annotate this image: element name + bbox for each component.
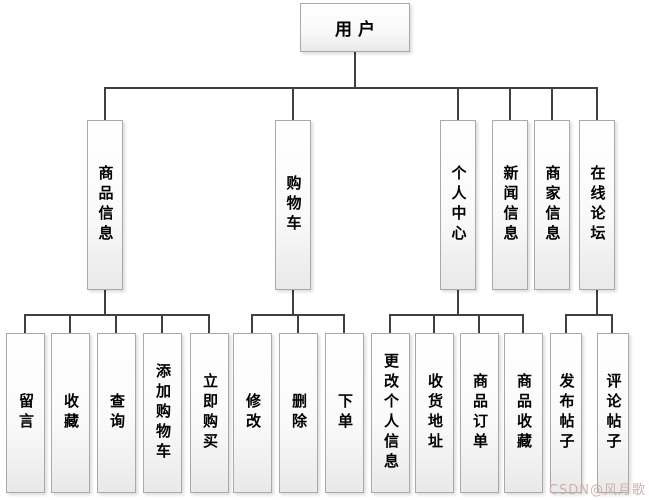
connector-drop [343,314,345,336]
connector-group-bus [389,314,524,316]
node-product-orders: 商品订单 [460,333,499,493]
node-query: 查询 [97,333,136,493]
connector-parent-stem [292,285,294,316]
node-news-info: 新闻信息 [492,120,528,290]
connector-drop [457,87,459,122]
node-place-order: 下单 [325,333,364,493]
connector-drop [251,314,253,336]
node-modify: 修改 [233,333,272,493]
node-delete: 删除 [279,333,318,493]
connector-drop [297,314,299,336]
node-publish-post: 发布帖子 [550,333,582,493]
node-add-to-cart: 添加购物车 [143,333,182,493]
node-online-forum: 在线论坛 [579,120,615,290]
connector-parent-stem [596,285,598,316]
connector-drop [565,314,567,336]
connector-drop [551,87,553,122]
connector-level2-bus [104,87,598,89]
connector-parent-stem [104,285,106,316]
connector-drop [596,87,598,122]
node-cart: 购物车 [275,120,311,290]
connector-drop [292,87,294,122]
node-merchant-info: 商家信息 [534,120,570,290]
connector-drop [611,314,613,336]
connector-group-bus [565,314,613,316]
node-user: 用户 [300,3,410,52]
connector-drop [522,314,524,336]
connector-group-bus [24,314,210,316]
node-comment-post: 评论帖子 [597,333,629,493]
connector-drop [104,87,106,122]
connector-drop [478,314,480,336]
connector-drop [208,314,210,336]
connector-drop [115,314,117,336]
connector-drop [433,314,435,336]
connector-drop [509,87,511,122]
node-edit-profile: 更改个人信息 [371,333,410,493]
node-favorite: 收藏 [51,333,90,493]
connector-drop [389,314,391,336]
connector-parent-stem [457,285,459,316]
connector-drop [161,314,163,336]
node-message: 留言 [6,333,45,493]
connector-root-stem [354,52,356,88]
connector-drop [69,314,71,336]
connector-drop [24,314,26,336]
node-shipping-address: 收货地址 [415,333,454,493]
csdn-watermark: CSDN@风月歌 [548,483,646,498]
node-buy-now: 立即购买 [190,333,229,493]
node-product-favorites: 商品收藏 [504,333,543,493]
node-personal-center: 个人中心 [440,120,476,290]
node-product-info: 商品信息 [87,120,123,290]
